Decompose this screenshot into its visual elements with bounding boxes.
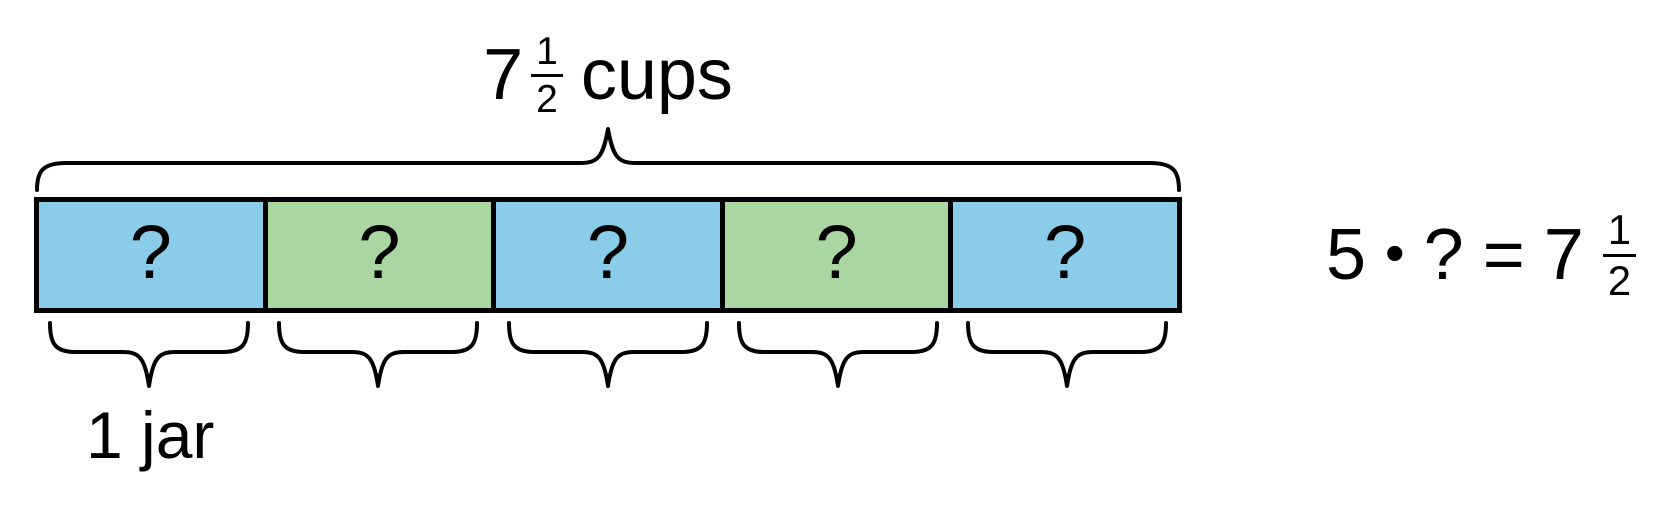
bar-segment-4: ? [719,202,949,308]
bar-segment-2: ? [262,202,492,308]
equation-unknown: ? [1423,215,1464,295]
segment-value-5: ? [1044,210,1087,295]
equation-result-fraction: 1 2 [1602,208,1637,304]
multiplication-dot-icon: • [1385,221,1405,284]
total-fraction-denominator: 2 [536,77,558,121]
bar-segment-3: ? [491,202,720,308]
total-whole-number: 7 [483,35,524,115]
bottom-brace-4 [737,321,939,388]
bottom-brace-3 [507,321,709,388]
equation-equals-sign: = [1482,215,1525,295]
equation-multiplier: 5 [1326,215,1367,295]
total-fraction-numerator: 1 [531,32,563,77]
segment-value-2: ? [358,210,401,295]
bottom-brace-5 [966,321,1168,388]
segment-value-4: ? [815,210,858,295]
bar-segment-5: ? [948,202,1177,308]
top-brace [35,127,1181,192]
segment-value-3: ? [586,210,630,295]
equation-result-denominator: 2 [1607,256,1632,304]
total-fraction: 1 2 [531,32,563,119]
bottom-brace-2 [277,321,479,388]
bar-segment-1: ? [39,202,263,308]
bottom-brace-1 [48,321,250,388]
tape-bar: ? ? ? ? ? [34,197,1182,313]
equation-result-whole: 7 [1543,215,1584,295]
total-unit-label: cups [580,35,733,115]
segment-value-1: ? [129,210,172,295]
equation: 5 • ? = 7 1 2 [1326,194,1637,316]
total-amount-label: 7 1 2 cups [348,22,868,128]
equation-result-numerator: 1 [1602,208,1637,257]
one-jar-label: 1 jar [86,398,215,472]
